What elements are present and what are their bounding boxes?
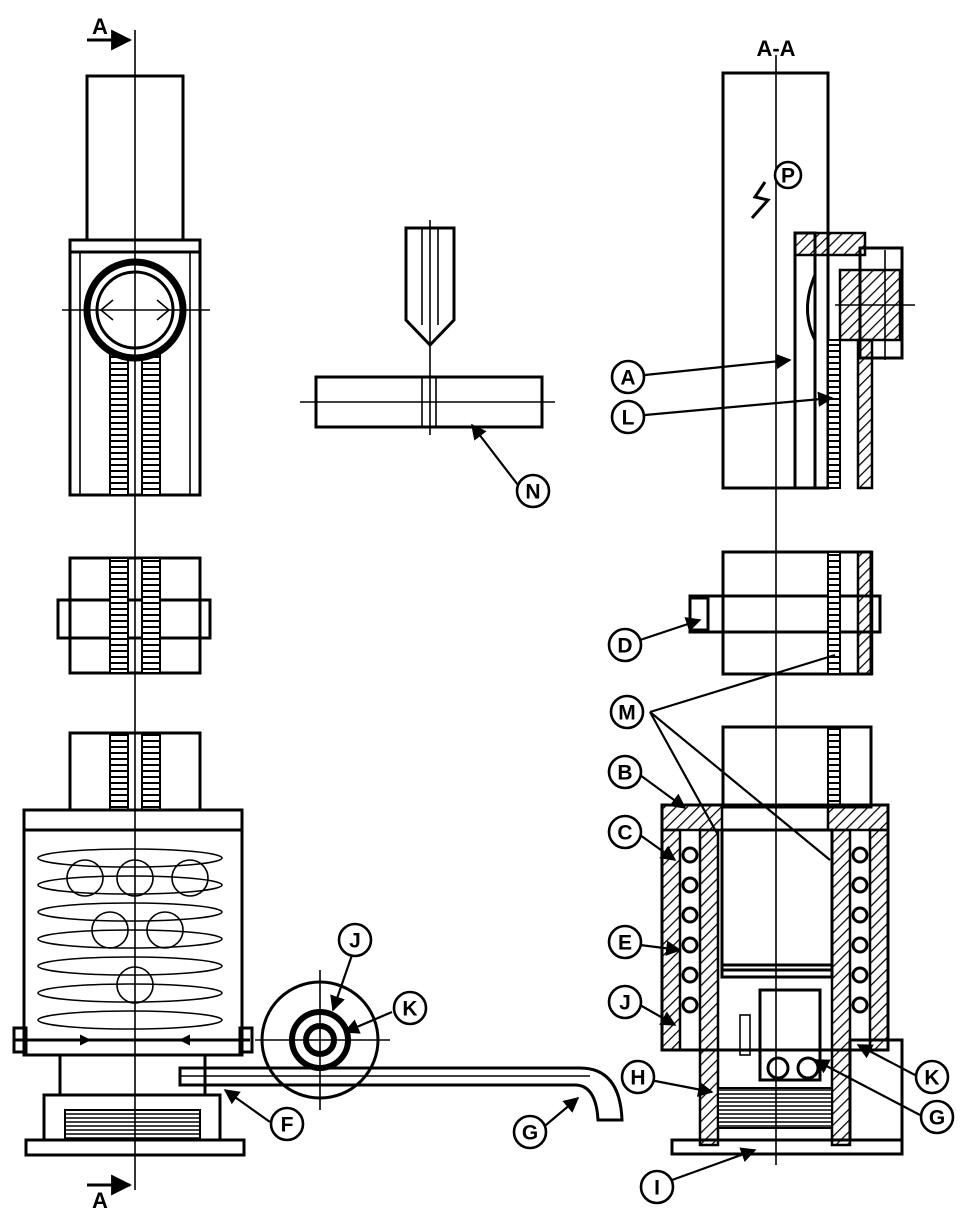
inner-wall-left <box>698 828 720 1147</box>
callout-B: B <box>607 754 643 790</box>
left-elevation-view: A A <box>12 14 254 1212</box>
svg-text:M: M <box>618 702 636 725</box>
svg-text:A: A <box>620 367 635 390</box>
coil-section-dots <box>681 846 869 1014</box>
center-detail-view <box>178 220 624 1122</box>
callout-P: P <box>773 160 803 190</box>
right-base-plate <box>670 1138 904 1156</box>
callout-J-center: J <box>337 922 373 958</box>
section-mark-top: A <box>92 14 108 39</box>
svg-text:B: B <box>617 762 632 785</box>
svg-text:J: J <box>349 930 361 953</box>
svg-text:E: E <box>618 932 632 955</box>
right-middle-section <box>721 550 873 676</box>
callout-H: H <box>620 1059 656 1095</box>
svg-text:K: K <box>402 998 417 1021</box>
svg-text:J: J <box>619 992 631 1015</box>
callout-F: F <box>269 1106 305 1142</box>
right-furnace-body <box>660 803 890 1052</box>
callout-M: M <box>609 694 645 730</box>
probe-tip <box>404 226 456 348</box>
section-mark-bottom: A <box>92 1188 108 1212</box>
base-neck <box>58 1053 207 1097</box>
ladder-strip-left <box>109 344 129 496</box>
callout-N: N <box>515 473 551 509</box>
inner-wall-right <box>830 828 852 1147</box>
callout-C: C <box>607 814 643 850</box>
lightning-mark <box>750 181 771 219</box>
crucible-bed <box>717 1087 833 1129</box>
right-lower-tube <box>721 725 873 809</box>
svg-text:I: I <box>654 1177 660 1200</box>
svg-text:D: D <box>617 635 632 658</box>
callout-L: L <box>610 399 646 435</box>
callout-K-center: K <box>392 990 428 1026</box>
leader-lines <box>223 353 921 1182</box>
lever-bar <box>178 1066 624 1122</box>
callout-K-right: K <box>914 1059 950 1095</box>
callout-G-center: G <box>512 1114 548 1150</box>
heating-coil <box>37 848 223 1030</box>
right-section-view: A-A <box>660 36 915 1165</box>
middle-clamp-bar <box>56 598 212 640</box>
furnace-body <box>22 808 244 1057</box>
callout-D: D <box>607 627 643 663</box>
svg-text:C: C <box>617 822 632 845</box>
svg-text:N: N <box>525 481 540 504</box>
ladder-strip-right <box>141 344 161 496</box>
callout-G-right: G <box>919 1099 955 1135</box>
chamber-window <box>720 828 834 972</box>
svg-text:F: F <box>281 1114 294 1137</box>
svg-text:G: G <box>929 1107 945 1130</box>
callout-A: A <box>610 359 646 395</box>
svg-text:H: H <box>630 1067 645 1090</box>
svg-text:K: K <box>924 1067 939 1090</box>
callout-J-right: J <box>607 984 643 1020</box>
svg-text:L: L <box>622 407 635 430</box>
svg-text:P: P <box>781 165 795 188</box>
callout-I: I <box>639 1169 675 1205</box>
svg-text:G: G <box>522 1122 538 1145</box>
callout-E: E <box>607 924 643 960</box>
